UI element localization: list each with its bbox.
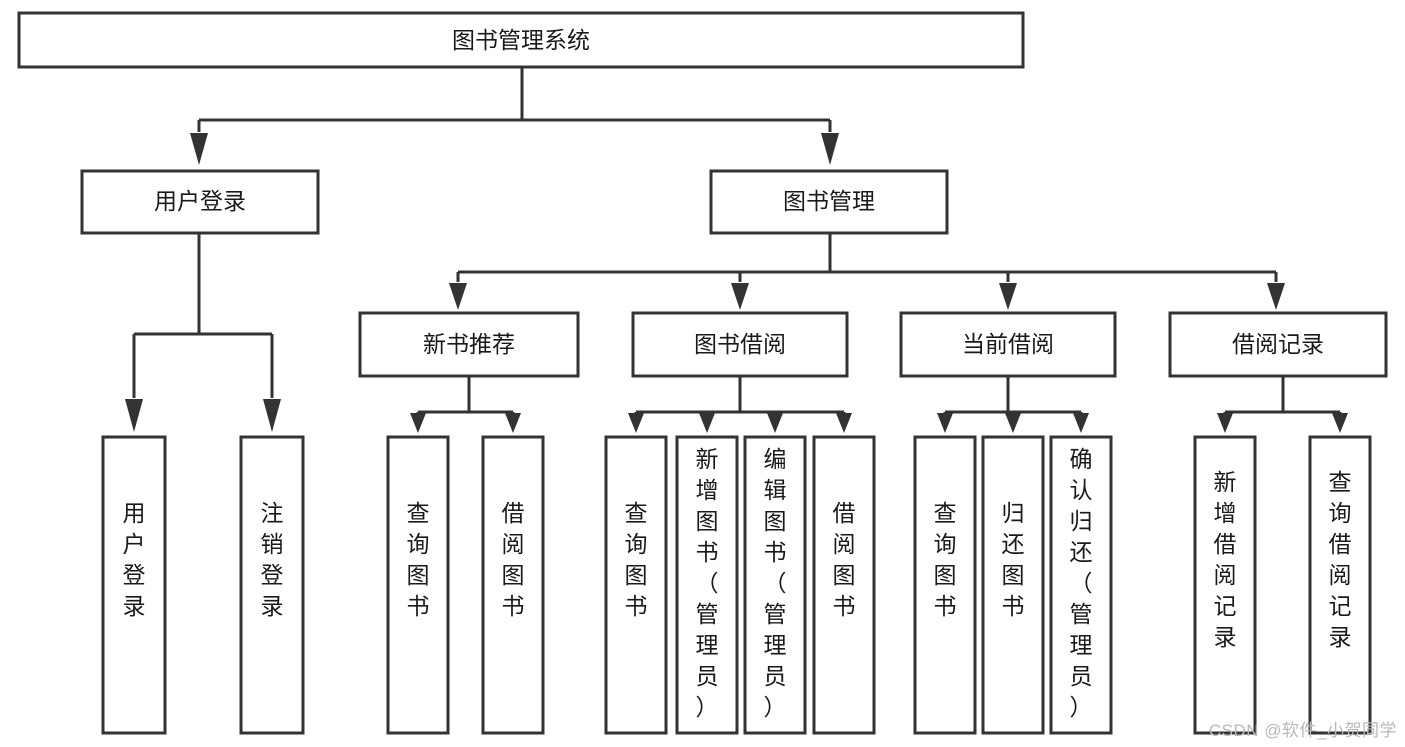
leaf-borrow-book-nb[interactable]: 借阅图书 [481,435,545,735]
node-user-login-label: 用户登录 [154,188,246,214]
leaf-borrow-book-bb-box[interactable] [812,435,876,735]
arrow-head-bb-child4 [836,413,852,433]
leaf-add-borrow-record-label: 新增借阅记录 [1214,469,1237,650]
leaf-confirm-return-admin-box[interactable] [1049,435,1113,735]
node-book-borrow[interactable]: 图书借阅 [631,311,849,378]
leaf-query-borrow-record[interactable]: 查询借阅记录 [1308,435,1372,735]
node-current-borrow-label: 当前借阅 [962,331,1054,357]
node-root[interactable]: 图书管理系统 [17,11,1025,69]
leaf-logout[interactable]: 注销登录 [239,435,305,735]
node-book-management[interactable]: 图书管理 [709,169,949,235]
arrow-head-to-leaf-user-login [125,399,143,432]
arrow-head-cb-child2 [1005,413,1021,433]
leaf-return-book-label: 归还图书 [1002,500,1025,619]
leaf-query-book-nb[interactable]: 查询图书 [386,435,450,735]
leaf-return-book-box[interactable] [981,435,1045,735]
arrow-head-cb-child1 [937,413,953,433]
leaf-query-book-cb-box[interactable] [913,435,977,735]
leaf-borrow-book-bb-label: 借阅图书 [833,500,856,619]
arrow-head-to-leaf-logout [263,399,281,432]
leaf-query-book-bb-label: 查询图书 [625,500,648,619]
arrow-head-br-child2 [1332,413,1348,433]
node-root-box[interactable] [17,11,1025,69]
leaf-add-book-admin-box[interactable] [675,435,739,735]
leaf-edit-book-admin[interactable]: 编辑图书（管理员） [743,435,807,735]
leaf-confirm-return-admin[interactable]: 确认归还（管理员） [1049,435,1113,735]
leaf-edit-book-admin-label: 编辑图书（管理员） [764,446,787,720]
arrow-head-to-new-books [449,283,467,310]
node-current-borrow-box[interactable] [899,311,1117,378]
leaf-borrow-book-bb[interactable]: 借阅图书 [812,435,876,735]
node-new-book-recommend[interactable]: 新书推荐 [358,311,580,378]
leaf-query-book-cb-label: 查询图书 [934,500,957,619]
leaf-edit-book-admin-box[interactable] [743,435,807,735]
leaf-logout-box[interactable] [239,435,305,735]
arrow-head-to-current-borrow [999,283,1017,310]
leaf-user-login-box[interactable] [101,435,167,735]
arrow-head-to-borrow [731,283,749,310]
arrow-head-br-child1 [1217,413,1233,433]
leaf-user-login[interactable]: 用户登录 [101,435,167,735]
arrow-head-to-borrow-records [1267,283,1285,310]
leaf-query-book-bb[interactable]: 查询图书 [604,435,668,735]
node-current-borrow[interactable]: 当前借阅 [899,311,1117,378]
leaf-query-borrow-record-label: 查询借阅记录 [1329,469,1352,650]
node-borrow-records[interactable]: 借阅记录 [1168,311,1388,378]
leaf-add-borrow-record[interactable]: 新增借阅记录 [1193,435,1257,735]
leaf-borrow-book-nb-box[interactable] [481,435,545,735]
arrow-head-to-book-mgmt [821,133,839,165]
leaf-add-book-admin-label: 新增图书（管理员） [696,446,719,720]
node-user-login[interactable]: 用户登录 [80,169,320,235]
leaf-logout-label: 注销登录 [261,500,284,619]
leaf-user-login-label: 用户登录 [123,500,146,619]
leaf-query-borrow-record-box[interactable] [1308,435,1372,735]
node-book-management-label: 图书管理 [783,188,875,214]
leaf-query-book-nb-label: 查询图书 [407,500,430,619]
csdn-watermark: CSDN @软件_小贺同学 [1208,721,1397,740]
leaf-add-book-admin[interactable]: 新增图书（管理员） [675,435,739,735]
node-book-management-box[interactable] [709,169,949,235]
leaf-add-borrow-record-box[interactable] [1193,435,1257,735]
arrow-head-to-user-login [190,133,208,165]
arrow-head-cb-child3 [1073,413,1089,433]
arrow-head-bb-child1 [628,413,644,433]
leaf-confirm-return-admin-label: 确认归还（管理员） [1070,446,1093,720]
node-new-book-recommend-box[interactable] [358,311,580,378]
node-borrow-records-box[interactable] [1168,311,1388,378]
leaf-query-book-bb-box[interactable] [604,435,668,735]
leaf-query-book-cb[interactable]: 查询图书 [913,435,977,735]
arrow-head-nb-child2 [505,413,521,433]
node-borrow-records-label: 借阅记录 [1232,331,1324,357]
leaf-borrow-book-nb-label: 借阅图书 [502,500,525,619]
node-new-book-recommend-label: 新书推荐 [423,331,515,357]
connector-layer [125,67,1348,433]
node-book-borrow-box[interactable] [631,311,849,378]
arrow-head-bb-child2 [699,413,715,433]
node-root-label: 图书管理系统 [452,27,590,53]
arrow-head-bb-child3 [767,413,783,433]
arrow-head-nb-child1 [410,413,426,433]
leaf-return-book[interactable]: 归还图书 [981,435,1045,735]
node-book-borrow-label: 图书借阅 [694,331,786,357]
leaf-query-book-nb-box[interactable] [386,435,450,735]
node-user-login-box[interactable] [80,169,320,235]
